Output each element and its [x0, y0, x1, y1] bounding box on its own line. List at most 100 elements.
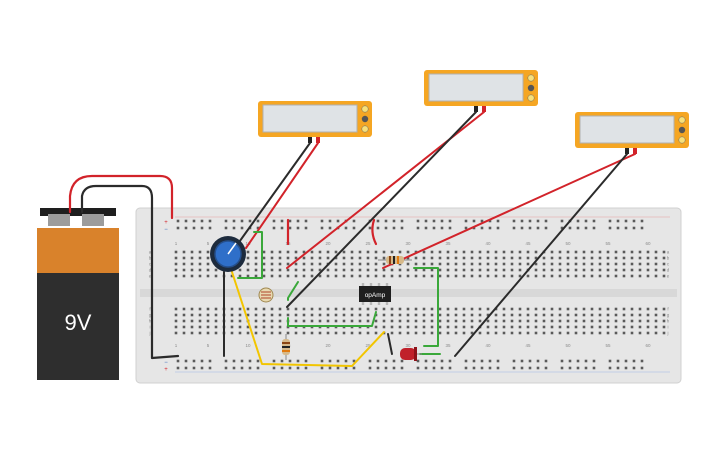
terminal-hole[interactable] [414, 268, 418, 272]
rail-hole[interactable] [496, 226, 500, 230]
rail-hole[interactable] [472, 219, 476, 223]
rail-hole[interactable] [368, 366, 372, 370]
terminal-hole[interactable] [334, 331, 338, 335]
terminal-hole[interactable] [358, 331, 362, 335]
terminal-hole[interactable] [254, 262, 258, 266]
rail-hole[interactable] [296, 366, 300, 370]
rail-hole[interactable] [392, 226, 396, 230]
terminal-hole[interactable] [206, 262, 210, 266]
rail-hole[interactable] [336, 219, 340, 223]
terminal-hole[interactable] [350, 307, 354, 311]
multimeter-2-button-a[interactable] [527, 74, 535, 82]
rail-hole[interactable] [256, 219, 260, 223]
rail-hole[interactable] [616, 219, 620, 223]
terminal-hole[interactable] [574, 331, 578, 335]
terminal-hole[interactable] [182, 274, 186, 278]
terminal-hole[interactable] [334, 274, 338, 278]
terminal-hole[interactable] [318, 262, 322, 266]
terminal-hole[interactable] [342, 313, 346, 317]
terminal-hole[interactable] [390, 313, 394, 317]
terminal-hole[interactable] [310, 319, 314, 323]
terminal-hole[interactable] [542, 313, 546, 317]
multimeter-3-probe-red[interactable] [633, 148, 637, 154]
terminal-hole[interactable] [510, 319, 514, 323]
rail-hole[interactable] [328, 366, 332, 370]
rail-hole[interactable] [544, 219, 548, 223]
terminal-hole[interactable] [582, 250, 586, 254]
terminal-hole[interactable] [390, 274, 394, 278]
terminal-hole[interactable] [342, 256, 346, 260]
terminal-hole[interactable] [206, 325, 210, 329]
terminal-hole[interactable] [606, 319, 610, 323]
rail-hole[interactable] [568, 226, 572, 230]
terminal-hole[interactable] [334, 256, 338, 260]
terminal-hole[interactable] [662, 313, 666, 317]
terminal-hole[interactable] [630, 268, 634, 272]
terminal-hole[interactable] [206, 307, 210, 311]
terminal-hole[interactable] [430, 262, 434, 266]
terminal-hole[interactable] [590, 250, 594, 254]
terminal-hole[interactable] [262, 274, 266, 278]
terminal-hole[interactable] [510, 325, 514, 329]
terminal-hole[interactable] [574, 307, 578, 311]
terminal-hole[interactable] [326, 256, 330, 260]
terminal-hole[interactable] [342, 274, 346, 278]
terminal-hole[interactable] [446, 319, 450, 323]
multimeter-3[interactable] [575, 112, 689, 154]
terminal-hole[interactable] [622, 307, 626, 311]
rail-hole[interactable] [392, 219, 396, 223]
terminal-hole[interactable] [630, 250, 634, 254]
terminal-hole[interactable] [494, 262, 498, 266]
terminal-hole[interactable] [382, 250, 386, 254]
terminal-hole[interactable] [318, 319, 322, 323]
terminal-hole[interactable] [350, 274, 354, 278]
rail-hole[interactable] [384, 226, 388, 230]
terminal-hole[interactable] [286, 307, 290, 311]
terminal-hole[interactable] [334, 307, 338, 311]
terminal-hole[interactable] [270, 256, 274, 260]
terminal-hole[interactable] [262, 319, 266, 323]
wire-red-rail-jumper-2[interactable] [371, 218, 378, 246]
terminal-hole[interactable] [254, 274, 258, 278]
terminal-hole[interactable] [190, 256, 194, 260]
rail-hole[interactable] [584, 219, 588, 223]
terminal-hole[interactable] [662, 268, 666, 272]
rail-hole[interactable] [352, 359, 356, 363]
terminal-hole[interactable] [174, 256, 178, 260]
rail-hole[interactable] [280, 226, 284, 230]
terminal-hole[interactable] [438, 331, 442, 335]
terminal-hole[interactable] [430, 250, 434, 254]
terminal-hole[interactable] [198, 262, 202, 266]
rail-hole[interactable] [344, 366, 348, 370]
rail-hole[interactable] [584, 226, 588, 230]
terminal-hole[interactable] [230, 331, 234, 335]
terminal-hole[interactable] [278, 250, 282, 254]
terminal-hole[interactable] [326, 250, 330, 254]
terminal-hole[interactable] [294, 250, 298, 254]
terminal-hole[interactable] [374, 325, 378, 329]
terminal-hole[interactable] [366, 319, 370, 323]
rail-hole[interactable] [488, 366, 492, 370]
rail-hole[interactable] [200, 366, 204, 370]
terminal-hole[interactable] [486, 325, 490, 329]
rail-hole[interactable] [224, 219, 228, 223]
terminal-hole[interactable] [486, 256, 490, 260]
rail-hole[interactable] [424, 219, 428, 223]
terminal-hole[interactable] [510, 307, 514, 311]
rail-hole[interactable] [608, 219, 612, 223]
terminal-hole[interactable] [318, 250, 322, 254]
terminal-hole[interactable] [294, 274, 298, 278]
terminal-hole[interactable] [494, 313, 498, 317]
terminal-hole[interactable] [470, 313, 474, 317]
rail-hole[interactable] [640, 366, 644, 370]
terminal-hole[interactable] [454, 274, 458, 278]
rail-hole[interactable] [520, 359, 524, 363]
terminal-hole[interactable] [414, 274, 418, 278]
terminal-hole[interactable] [462, 262, 466, 266]
terminal-hole[interactable] [190, 313, 194, 317]
terminal-hole[interactable] [398, 319, 402, 323]
terminal-hole[interactable] [382, 274, 386, 278]
rail-hole[interactable] [472, 366, 476, 370]
terminal-hole[interactable] [302, 250, 306, 254]
multimeter-1-button-v[interactable] [361, 115, 369, 123]
